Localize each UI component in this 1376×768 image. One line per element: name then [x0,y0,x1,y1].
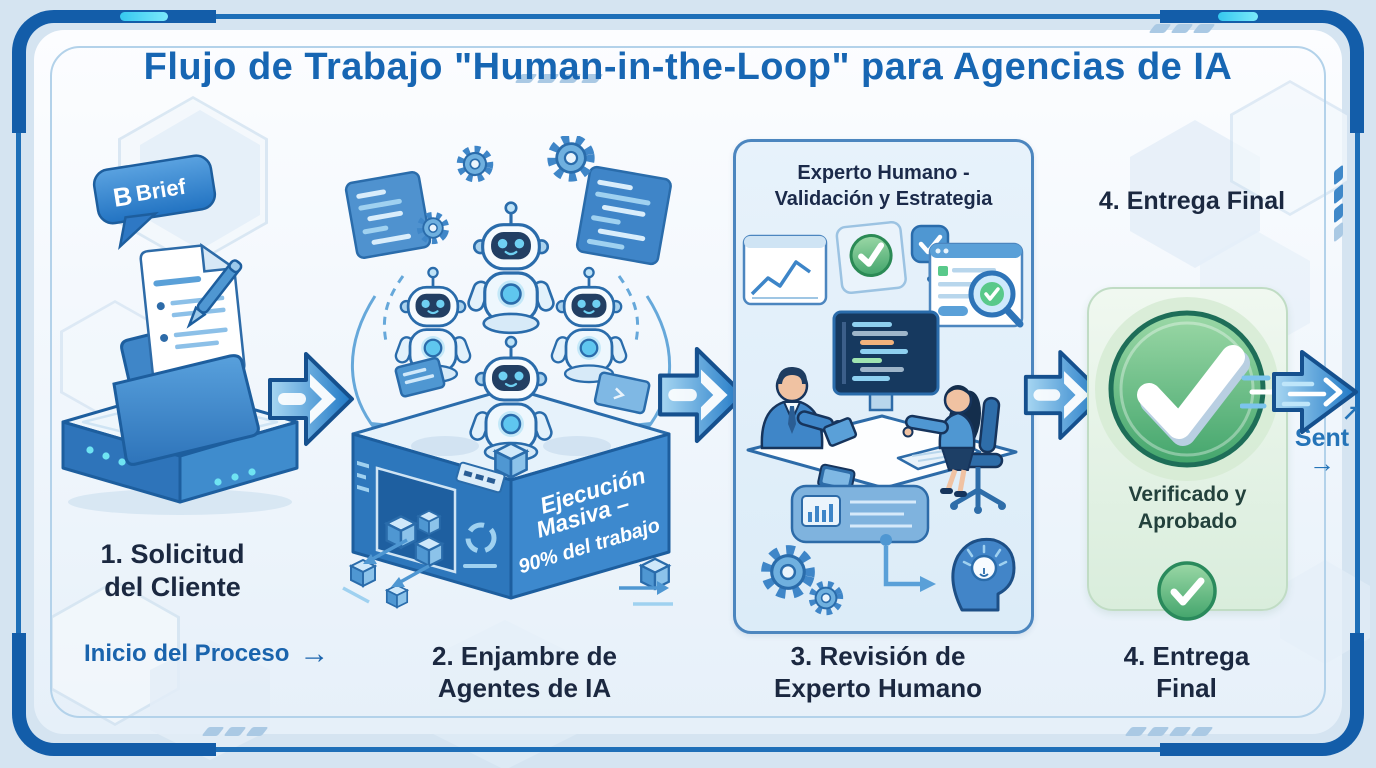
person-female-icon [902,385,982,497]
big-check-icon [1095,297,1279,481]
brief-b-icon: B [111,180,134,213]
expert-review-illustration [742,220,1024,626]
outer-frame-line [16,14,1360,752]
frame-dashes [1148,24,1216,33]
right-arrow-icon: → [1309,448,1335,478]
flow-arrow-1 [268,352,354,446]
book-icon [394,356,446,398]
step1-client-request-illustration: B Brief [61,154,299,515]
up-right-arrow-icon: ↗ [1341,401,1360,426]
frame-dashes [1124,727,1214,736]
chart-window-icon [742,234,828,306]
frame-corner-bottom-right [1160,633,1364,756]
step2-label-line1: 2. Enjambre de [432,641,617,671]
gauge-icon [465,522,497,554]
step3-label-line2: Experto Humano [773,672,983,703]
right-arrow-icon: → [299,637,330,670]
human-expert-panel: Experto Humano - Validación y Estrategia [733,139,1034,634]
sent-status: ↗ Sent → [1284,401,1360,478]
person-male-icon [760,366,858,450]
brief-bubble-icon: B Brief [92,154,217,251]
desk-cabinet [790,484,930,544]
process-start-note: Inicio del Proceso → [84,637,330,670]
step4-label: 4. Entrega Final [1094,641,1279,704]
step4-heading: 4. Entrega Final [1062,186,1322,217]
gear-icon [809,581,843,615]
magnifier-icon [968,270,1024,328]
frame-dashes [201,727,269,736]
orbit-arrows [350,275,672,438]
sent-arrow-icon [1240,350,1358,434]
robot-icon [548,266,630,384]
step1-label-line1: 1. Solicitud [100,539,245,569]
approved-card: Verificado y Aprobado [1087,287,1288,621]
approved-label: Verificado y Aprobado [1101,481,1274,536]
cube-icon [385,584,409,609]
folder-icon [112,354,260,466]
page-title: Flujo de Trabajo "Human-in-the-Loop" par… [143,46,1233,88]
frame-accent-pill [1218,12,1258,21]
pen-icon [186,259,243,329]
small-check-icon [1157,561,1217,621]
gear-icon [549,136,592,179]
step2-agent-swarm-illustration: Ejecución Masiva – 90% del trabajo [342,136,673,609]
head-idea-icon [951,537,1016,612]
robot-icon [464,201,558,335]
code-panel-icon [575,165,672,266]
frame-accent-pill [120,12,168,21]
panel-title-line1: Experto Humano - [797,162,970,184]
flow-arrow-2 [658,346,746,444]
platform-face-right [509,432,671,600]
code-panel-icon [344,171,432,259]
panel-title: Experto Humano - Validación y Estrategia [736,160,1031,212]
laptop-icon [593,371,651,415]
frame-corner-bottom-left [12,633,216,756]
step4-label-line1: 4. Entrega [1123,641,1250,671]
check-card-icon [835,220,907,294]
cube-icon [640,557,670,590]
platform-lights [86,446,256,486]
gear-icon [763,547,813,597]
step4-label-line2: Final [1156,672,1217,703]
panel-title-line2: Validación y Estrategia [774,188,993,210]
frame-dashes [1334,164,1343,243]
frame-corner-top-right [1160,10,1364,133]
label-plate [455,461,506,494]
flow-arrow-3 [1023,350,1107,440]
step2-label-line2: Agentes de IA [437,672,612,703]
approved-label-line1: Verificado y [1128,483,1247,506]
step4-heading-text: 4. Entrega Final [1098,187,1286,215]
speed-arrows [342,538,673,606]
step1-label-line2: del Cliente [104,571,241,602]
monitor-icon [832,310,940,412]
step3-label: 3. Revisión de Experto Humano [738,641,1018,704]
approved-label-line2: Aprobado [1137,510,1238,534]
gear-icon [457,146,492,181]
step3-label-line1: 3. Revisión de [790,641,966,671]
elbow-arrow-icon [880,534,936,592]
step2-label: 2. Enjambre de Agentes de IA [382,641,667,704]
step1-label: 1. Solicitud del Cliente [55,538,290,604]
process-start-text: Inicio del Proceso [84,640,290,667]
